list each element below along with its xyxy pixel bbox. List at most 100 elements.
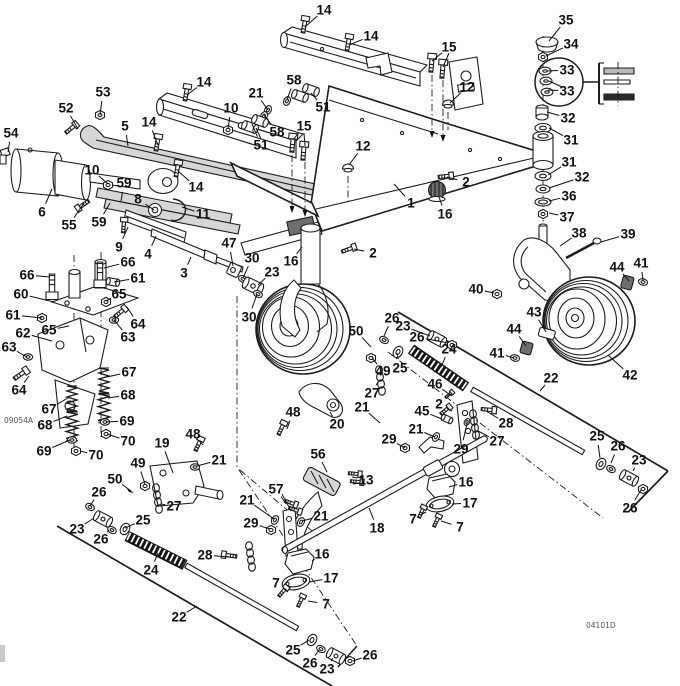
leader-line bbox=[547, 112, 559, 116]
callout-label: 40 bbox=[468, 282, 483, 297]
leader-line bbox=[549, 180, 573, 188]
leader-line bbox=[46, 189, 52, 204]
leader-line bbox=[301, 640, 309, 645]
leader-line bbox=[57, 398, 68, 404]
leader-line bbox=[439, 197, 442, 206]
callout-label: 59 bbox=[116, 176, 131, 191]
leader-line bbox=[258, 278, 265, 285]
callout-label: 22 bbox=[171, 610, 186, 625]
callout-label: 26 bbox=[384, 311, 400, 326]
leader-line bbox=[287, 88, 291, 100]
leader-line bbox=[231, 252, 233, 266]
callout-label: 27 bbox=[166, 499, 181, 514]
leader-line bbox=[52, 440, 70, 447]
leader-line bbox=[121, 192, 123, 201]
leader-line bbox=[506, 356, 514, 358]
leader-line bbox=[411, 329, 430, 336]
leader-line bbox=[283, 588, 288, 592]
callout-label: 26 bbox=[302, 656, 318, 671]
leader-line bbox=[187, 87, 197, 95]
leader-line bbox=[243, 266, 248, 278]
callout-label: 70 bbox=[120, 434, 135, 449]
callout-label: 7 bbox=[322, 597, 330, 612]
leader-line bbox=[486, 411, 498, 418]
callout-label: 26 bbox=[610, 439, 626, 454]
leader-line bbox=[421, 512, 426, 515]
top-beam bbox=[281, 27, 428, 86]
trunnion-strap-left bbox=[275, 549, 314, 609]
leader-line bbox=[311, 93, 317, 100]
leader-line bbox=[546, 48, 563, 56]
callout-label: 15 bbox=[296, 119, 312, 134]
callout-label: 2 bbox=[435, 397, 443, 412]
leader-line bbox=[312, 559, 315, 561]
leader-line bbox=[349, 153, 358, 165]
right-caster-wheel bbox=[491, 238, 649, 365]
callout-label: 3 bbox=[180, 266, 188, 281]
hydraulic-cylinder bbox=[0, 148, 178, 200]
leader-line bbox=[187, 606, 197, 612]
callout-label: 43 bbox=[526, 305, 542, 320]
callout-label: 41 bbox=[633, 256, 649, 271]
leader-line bbox=[152, 236, 156, 246]
leader-line bbox=[293, 133, 298, 140]
callout-label: 23 bbox=[395, 319, 411, 334]
leader-line bbox=[107, 374, 120, 377]
callout-label: 16 bbox=[437, 207, 453, 222]
leader-line bbox=[30, 296, 54, 302]
leader-line bbox=[442, 389, 452, 396]
callout-label: 49 bbox=[130, 456, 145, 471]
leader-line bbox=[126, 135, 128, 146]
leader-line bbox=[114, 279, 129, 282]
leader-line bbox=[447, 177, 457, 180]
leader-line bbox=[539, 320, 546, 332]
callout-label: 30 bbox=[244, 251, 259, 266]
callout-label: 41 bbox=[489, 346, 505, 361]
leader-line bbox=[330, 412, 332, 416]
leader-line bbox=[53, 416, 67, 422]
callout-label: 25 bbox=[392, 361, 408, 376]
leader-line bbox=[540, 385, 545, 391]
leader-line bbox=[152, 130, 158, 145]
callout-label: 14 bbox=[316, 3, 332, 18]
callout-label: 50 bbox=[348, 324, 363, 339]
leader-line bbox=[106, 298, 111, 301]
callout-label: 50 bbox=[107, 472, 122, 487]
rod-end-hardware bbox=[236, 273, 266, 300]
callout-label: 62 bbox=[15, 326, 30, 341]
leader-line bbox=[24, 376, 29, 383]
callout-label: 26 bbox=[362, 648, 378, 663]
callout-label: 69 bbox=[36, 444, 51, 459]
callout-label: 51 bbox=[253, 138, 269, 153]
callout-label: 29 bbox=[243, 516, 258, 531]
detail-circle bbox=[535, 58, 634, 106]
leader-line bbox=[447, 408, 452, 411]
leader-line bbox=[304, 133, 305, 146]
leader-line bbox=[450, 93, 460, 103]
callout-label: 21 bbox=[248, 86, 264, 101]
leader-line bbox=[254, 505, 274, 519]
callout-label: 33 bbox=[559, 84, 575, 99]
callout-label: 27 bbox=[364, 386, 379, 401]
callout-label: 64 bbox=[11, 383, 27, 398]
leader-line bbox=[397, 353, 398, 359]
callout-label: 61 bbox=[5, 308, 21, 323]
callout-label: 48 bbox=[185, 427, 201, 442]
leader-line bbox=[349, 39, 363, 45]
idler-bracket bbox=[126, 434, 223, 514]
leader-line bbox=[426, 339, 448, 343]
callout-label: 31 bbox=[563, 133, 579, 148]
ball-studs bbox=[341, 99, 455, 204]
leader-line bbox=[601, 237, 619, 242]
leader-line bbox=[106, 421, 118, 422]
leader-line bbox=[443, 53, 449, 67]
leader-line bbox=[36, 276, 50, 277]
callout-label: 12 bbox=[459, 80, 474, 95]
leader-line bbox=[22, 316, 42, 318]
long-bolts-15 bbox=[286, 52, 449, 217]
leader-line bbox=[100, 101, 102, 115]
leader-line bbox=[199, 441, 203, 445]
drawing-code-left: 09054A bbox=[4, 416, 34, 425]
callout-label: 67 bbox=[121, 365, 136, 380]
leader-line bbox=[32, 335, 52, 341]
